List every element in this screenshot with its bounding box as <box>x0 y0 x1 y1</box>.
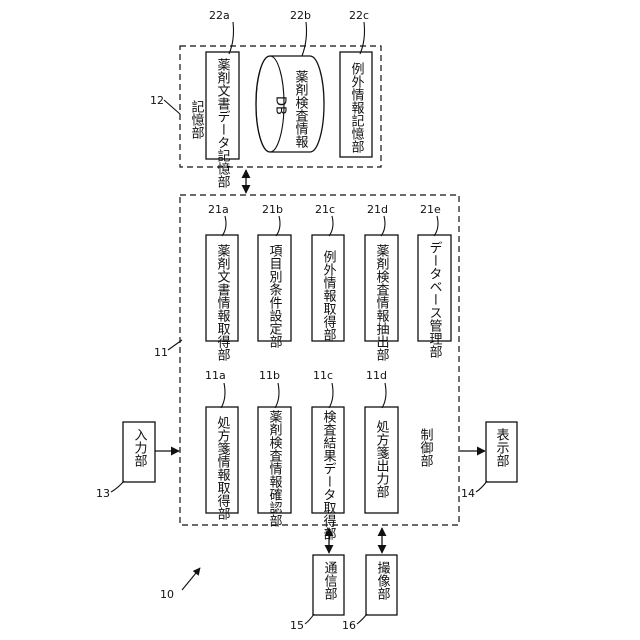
input-unit-label: 入力部 <box>132 428 148 467</box>
system-ref: 10 <box>160 588 174 601</box>
test-result-data-ref-leader <box>329 383 333 408</box>
control-unit-ref: 11 <box>154 346 168 359</box>
imaging-unit-label: 撮像部 <box>375 560 391 600</box>
inspection-db-sublabel: DB <box>273 96 288 115</box>
display-unit-ref: 14 <box>461 487 475 500</box>
inspection-db-label: 薬剤検査情報 <box>293 70 309 148</box>
exception-storage-ref-leader <box>360 22 365 54</box>
exception-info-ref: 21c <box>315 203 335 216</box>
database-management-label: データベース管理部 <box>427 241 443 358</box>
database-management-ref-leader <box>434 216 438 236</box>
medicine-document-storage-label: 薬剤文書データ記憶部 <box>215 58 231 188</box>
storage-unit-ref-leader <box>164 100 180 114</box>
prescription-output-ref: 11d <box>366 369 387 382</box>
input-unit-ref-leader <box>111 481 124 492</box>
drug-inspection-extract-ref-leader <box>381 216 385 236</box>
imaging-unit-ref: 16 <box>342 619 356 632</box>
item-condition-ref-leader <box>276 216 280 236</box>
drug-document-info-ref-leader <box>222 216 226 236</box>
database-management-ref: 21e <box>420 203 441 216</box>
exception-storage-label: 例外情報記憶部 <box>349 62 365 153</box>
medicine-document-storage-ref: 22a <box>209 9 230 22</box>
drug-inspection-confirm-ref: 11b <box>259 369 280 382</box>
exception-storage-ref: 22c <box>349 9 369 22</box>
prescription-info-ref-leader <box>221 383 225 408</box>
drug-inspection-extract-label: 薬剤検査情報抽出部 <box>374 244 390 361</box>
communication-unit-label: 通信部 <box>322 561 338 600</box>
prescription-info-ref: 11a <box>205 369 226 382</box>
drug-inspection-extract-ref: 21d <box>367 203 388 216</box>
system-ref-arrow <box>182 568 200 590</box>
imaging-unit-ref-leader <box>357 614 367 624</box>
control-unit-label: 制御部 <box>418 428 434 467</box>
input-unit-ref: 13 <box>96 487 110 500</box>
item-condition-ref: 21b <box>262 203 283 216</box>
exception-info-label: 例外情報取得部 <box>321 250 337 341</box>
inspection-db-ref-leader <box>302 22 307 56</box>
display-unit-label: 表示部 <box>494 428 510 467</box>
medicine-document-storage-ref-leader <box>229 22 234 54</box>
prescription-output-label: 処方箋出力部 <box>374 420 390 498</box>
test-result-data-label: 検査結果データ取得部 <box>321 410 337 540</box>
display-unit-ref-leader <box>476 481 487 492</box>
storage-unit-ref: 12 <box>150 94 164 107</box>
drug-inspection-confirm-ref-leader <box>275 383 279 408</box>
prescription-output-ref-leader <box>382 383 386 408</box>
item-condition-label: 項目別条件設定部 <box>267 244 283 348</box>
inspection-db-cylinder <box>256 56 324 152</box>
inspection-db-ref: 22b <box>290 9 311 22</box>
exception-info-ref-leader <box>329 216 333 236</box>
storage-unit-label: 記憶部 <box>189 99 205 139</box>
drug-inspection-confirm-label: 薬剤検査情報確認部 <box>267 410 283 527</box>
prescription-info-label: 処方箋情報取得部 <box>215 416 231 520</box>
drug-document-info-label: 薬剤文書情報取得部 <box>215 244 231 361</box>
communication-unit-ref-leader <box>305 614 314 624</box>
test-result-data-ref: 11c <box>313 369 333 382</box>
drug-document-info-ref: 21a <box>208 203 229 216</box>
communication-unit-ref: 15 <box>290 619 304 632</box>
